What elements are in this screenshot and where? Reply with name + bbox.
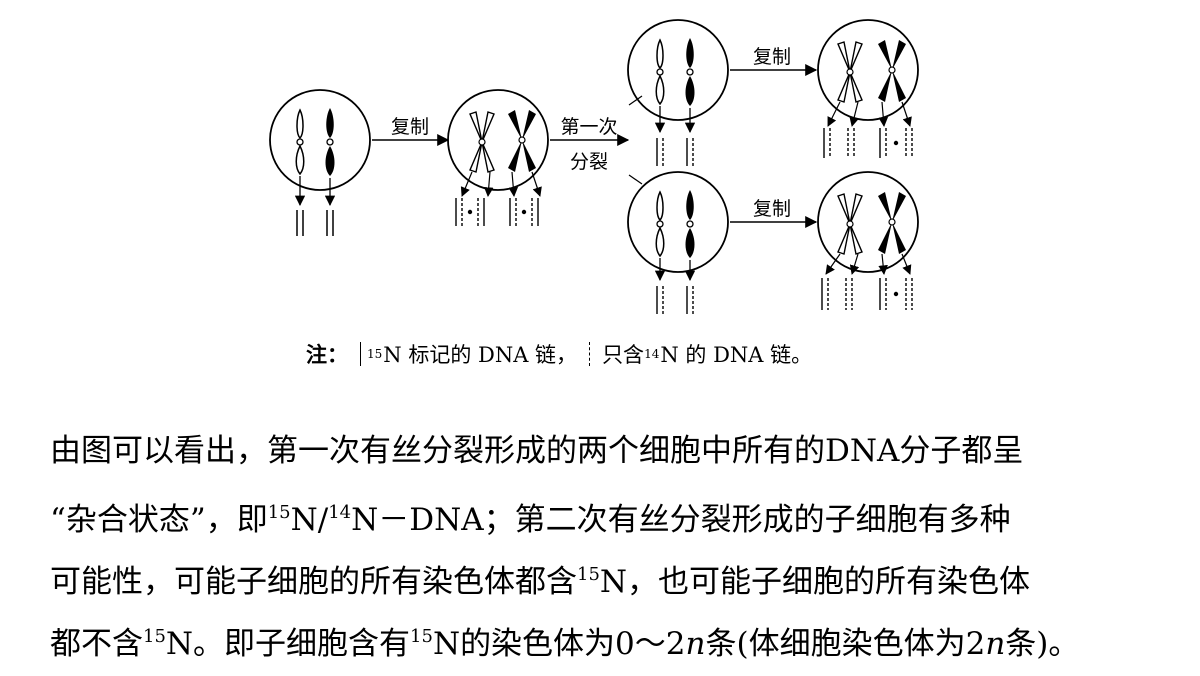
dashed-strand-symbol xyxy=(589,342,591,366)
note-label: 注： xyxy=(306,342,348,367)
line2-text-a: “杂合状态”，即 xyxy=(50,502,268,538)
sup-14: 14 xyxy=(328,502,352,523)
replicate-label-1: 复制 xyxy=(391,116,429,138)
line4-text-e: 条)。 xyxy=(1005,626,1080,662)
paragraph-line-2: “杂合状态”，即15N/14N－DNA；第二次有丝分裂形成的子细胞有多种 xyxy=(50,482,1160,544)
n-variable-a: n xyxy=(685,626,706,662)
chromosome-solid-x xyxy=(508,110,536,172)
paragraph-line-4: 都不含15N。即子细胞含有15N的染色体为0～2n条(体细胞染色体为2n条)。 xyxy=(50,606,1160,668)
note-isotope-15: 15 xyxy=(367,347,383,361)
parent-cell xyxy=(269,89,371,236)
line2-text-b: N/ xyxy=(290,502,329,538)
daughter-cell-bottom xyxy=(627,171,729,314)
line1-text: 由图可以看出，第一次有丝分裂形成的两个细胞中所有的DNA分子都呈 xyxy=(50,433,1024,469)
note-isotope-14: 14 xyxy=(644,347,660,361)
dna-15n-strands xyxy=(296,210,334,236)
chromosome-hollow-x xyxy=(469,111,495,173)
line4-text-d: 条(体细胞染色体为2 xyxy=(705,626,986,662)
note-15n-text: N 标记的 DNA 链， xyxy=(383,343,578,367)
replicate-label-3: 复制 xyxy=(753,198,791,220)
note-14n-text: N 的 DNA 链。 xyxy=(660,343,813,367)
sup-15-c: 15 xyxy=(143,626,166,647)
dna-replication-diagram: 复制 xyxy=(269,19,919,314)
paragraph-line-3: 可能性，可能子细胞的所有染色体都含15N，也可能子细胞的所有染色体 xyxy=(50,544,1160,606)
line4-text-b: N。即子细胞含有 xyxy=(165,626,411,662)
line3-text-b: N，也可能子细胞的所有染色体 xyxy=(599,564,1031,600)
n-variable-b: n xyxy=(985,626,1006,662)
division-label-line1: 第一次 xyxy=(560,116,617,138)
daughter-cell-top xyxy=(627,19,729,166)
replicate-label-2: 复制 xyxy=(753,46,791,68)
chromosome-solid xyxy=(325,108,335,176)
replicated-cell xyxy=(447,89,549,226)
replicated-cell-top xyxy=(817,19,919,158)
line4-text-c: N的染色体为0～2 xyxy=(432,626,686,662)
line3-text-a: 可能性，可能子细胞的所有染色体都含 xyxy=(50,564,577,600)
chromosome-hollow xyxy=(295,108,305,176)
division-label-line2: 分裂 xyxy=(570,151,608,173)
solid-strand-symbol xyxy=(360,342,361,366)
sup-15-a: 15 xyxy=(267,502,291,523)
sup-15-d: 15 xyxy=(410,626,433,647)
replicated-cell-bottom xyxy=(817,171,919,310)
sup-15-b: 15 xyxy=(577,564,600,585)
legend-note: 注： 15 N 标记的 DNA 链， 只含 14 N 的 DNA 链。 xyxy=(306,338,812,370)
paragraph-line-1: 由图可以看出，第一次有丝分裂形成的两个细胞中所有的DNA分子都呈 xyxy=(50,420,1160,482)
note-only-contains: 只含 xyxy=(602,343,645,367)
explanation-paragraph: 由图可以看出，第一次有丝分裂形成的两个细胞中所有的DNA分子都呈 “杂合状态”，… xyxy=(50,420,1160,668)
line2-text-c: N－DNA；第二次有丝分裂形成的子细胞有多种 xyxy=(351,502,1011,538)
line4-text-a: 都不含 xyxy=(50,626,143,662)
dna-hybrid-strands xyxy=(455,198,539,226)
